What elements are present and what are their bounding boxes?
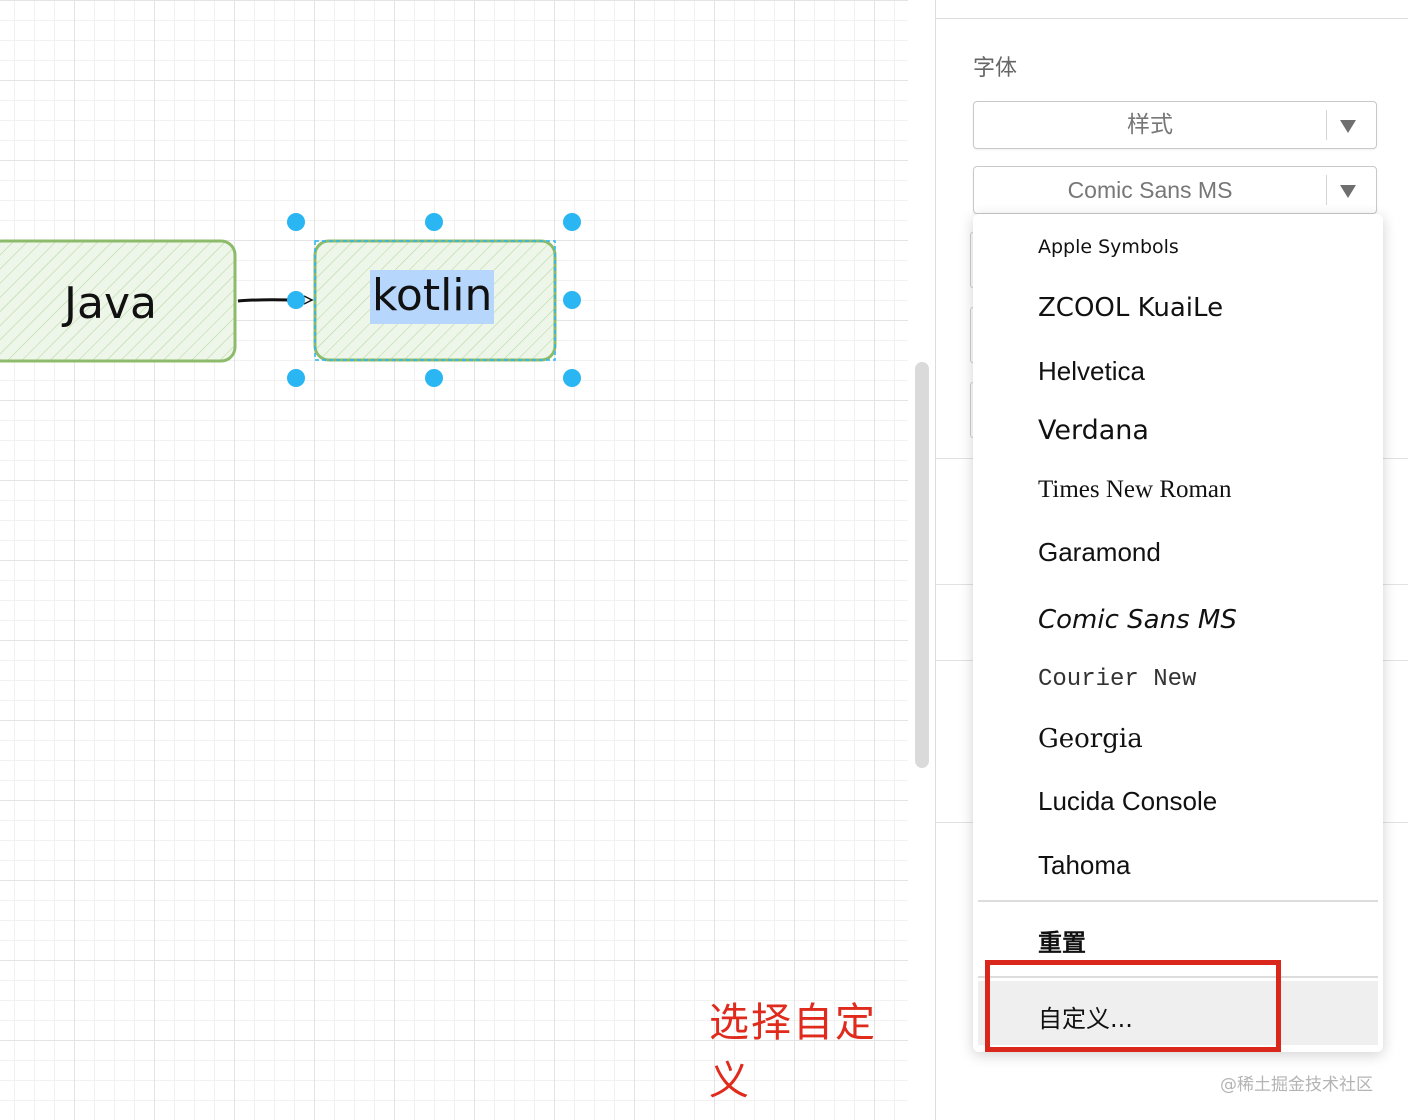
selection-outline [314, 240, 556, 361]
font-option-garamond[interactable]: Garamond [1038, 537, 1161, 567]
resize-handle-top-right[interactable] [563, 213, 581, 231]
java-node[interactable] [0, 239, 237, 363]
font-option-times-new-roman[interactable]: Times New Roman [1038, 476, 1232, 503]
resize-handle-right[interactable] [563, 291, 581, 309]
resize-handle-top[interactable] [425, 213, 443, 231]
font-style-select[interactable]: 样式 [973, 101, 1377, 149]
diagram-canvas[interactable]: Java kotlin 选择自定义 [0, 0, 908, 1120]
menu-divider [978, 900, 1378, 902]
font-section-title: 字体 [973, 56, 1018, 81]
font-family-select[interactable]: Comic Sans MS [973, 166, 1377, 214]
custom-font-option-hover[interactable] [978, 981, 1378, 1045]
select-divider [1326, 110, 1327, 140]
annotation-text: 选择自定义 [709, 1000, 877, 1104]
triangle-down-icon[interactable] [1340, 185, 1356, 198]
kotlin-node-label[interactable]: kotlin [370, 270, 495, 324]
font-option-helvetica[interactable]: Helvetica [1038, 356, 1145, 386]
resize-handle-bottom[interactable] [425, 369, 443, 387]
font-style-select-value: 样式 [1127, 112, 1173, 138]
resize-handle-bottom-right[interactable] [563, 369, 581, 387]
resize-handle-left[interactable] [287, 291, 305, 309]
triangle-down-icon[interactable] [1340, 120, 1356, 133]
java-node-label[interactable]: Java [64, 278, 157, 329]
font-option-courier-new[interactable]: Courier New [1038, 666, 1197, 693]
menu-divider [978, 976, 1378, 978]
font-family-select-value: Comic Sans MS [1067, 177, 1233, 203]
font-option-georgia[interactable]: Georgia [1038, 724, 1143, 754]
custom-font-option[interactable]: 自定义... [1038, 1005, 1133, 1033]
font-option-verdana[interactable]: Verdana [1038, 415, 1149, 446]
reset-font-option[interactable]: 重置 [1038, 929, 1086, 957]
font-option-apple-symbols[interactable]: Apple Symbols [1038, 236, 1179, 258]
select-divider [1326, 175, 1327, 205]
font-option-lucida-console[interactable]: Lucida Console [1038, 786, 1218, 816]
resize-handle-top-left[interactable] [287, 213, 305, 231]
canvas-vertical-scrollbar[interactable] [915, 362, 929, 768]
font-family-dropdown-menu: Apple Symbols ZCOOL KuaiLe Helvetica Ver… [973, 214, 1383, 1052]
annotation-highlight-box [985, 960, 1281, 1052]
font-option-comic-sans-ms[interactable]: Comic Sans MS [1038, 605, 1237, 635]
diagram-svg [0, 239, 557, 363]
watermark-text: @稀土掘金技术社区 [1220, 1075, 1373, 1095]
resize-handle-bottom-left[interactable] [287, 369, 305, 387]
font-option-zcool-kuaile[interactable]: ZCOOL KuaiLe [1038, 293, 1224, 323]
font-option-tahoma[interactable]: Tahoma [1038, 850, 1131, 880]
panel-divider [936, 18, 1408, 19]
